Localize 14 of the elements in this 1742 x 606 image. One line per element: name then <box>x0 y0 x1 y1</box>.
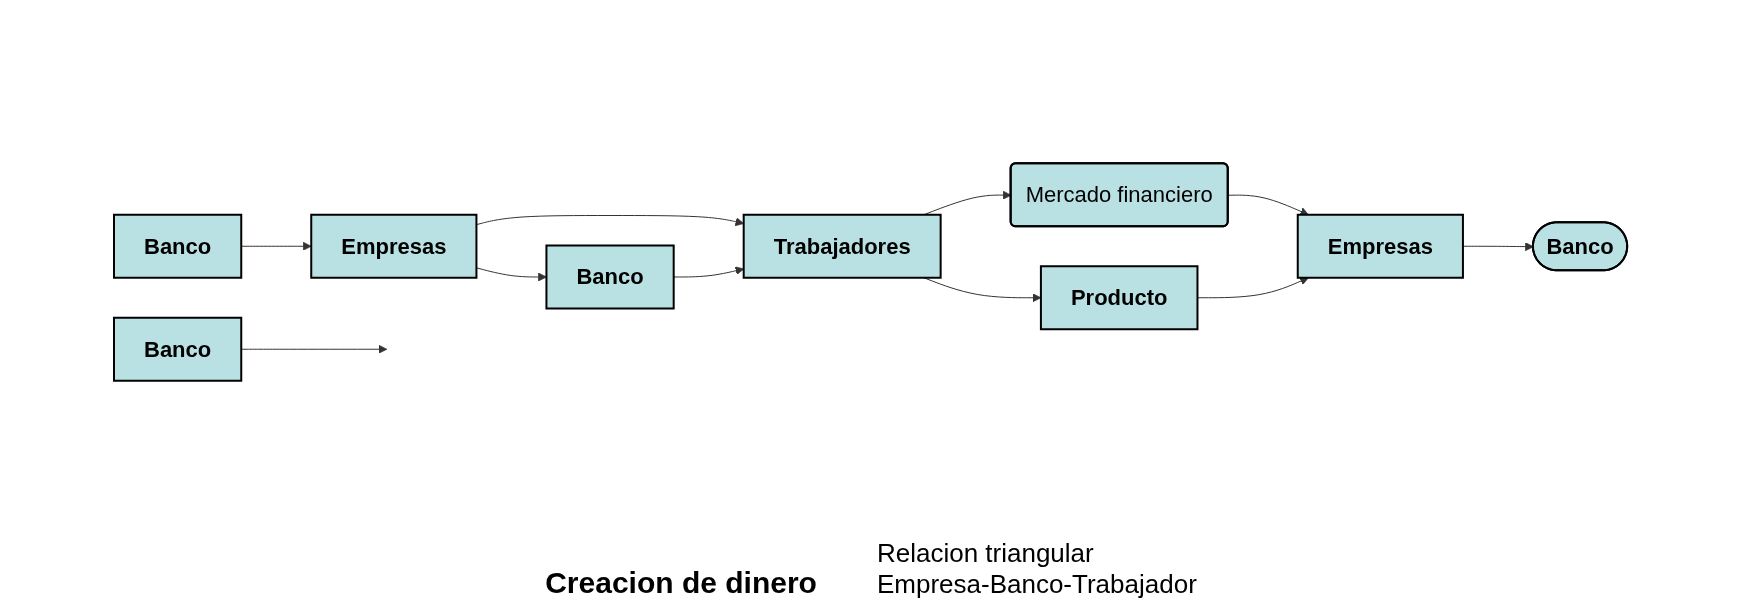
node-box: Banco <box>545 244 676 310</box>
node-box: Banco <box>113 316 243 382</box>
arrow <box>1197 276 1310 299</box>
caption-text: Empresa-Banco-Trabajador <box>876 569 1197 600</box>
arrow <box>1228 194 1310 216</box>
arrow <box>476 215 745 227</box>
node-box: Trabajadores <box>743 213 943 279</box>
caption-text: Relacion triangular <box>876 538 1095 569</box>
note-text: Creacion de dinero <box>545 566 817 600</box>
node-box: Empresas <box>310 213 478 279</box>
node-box: Banco <box>113 213 243 279</box>
node-box: Empresas <box>1297 213 1465 279</box>
arrow <box>241 344 388 354</box>
node-box: Producto <box>1040 265 1199 331</box>
